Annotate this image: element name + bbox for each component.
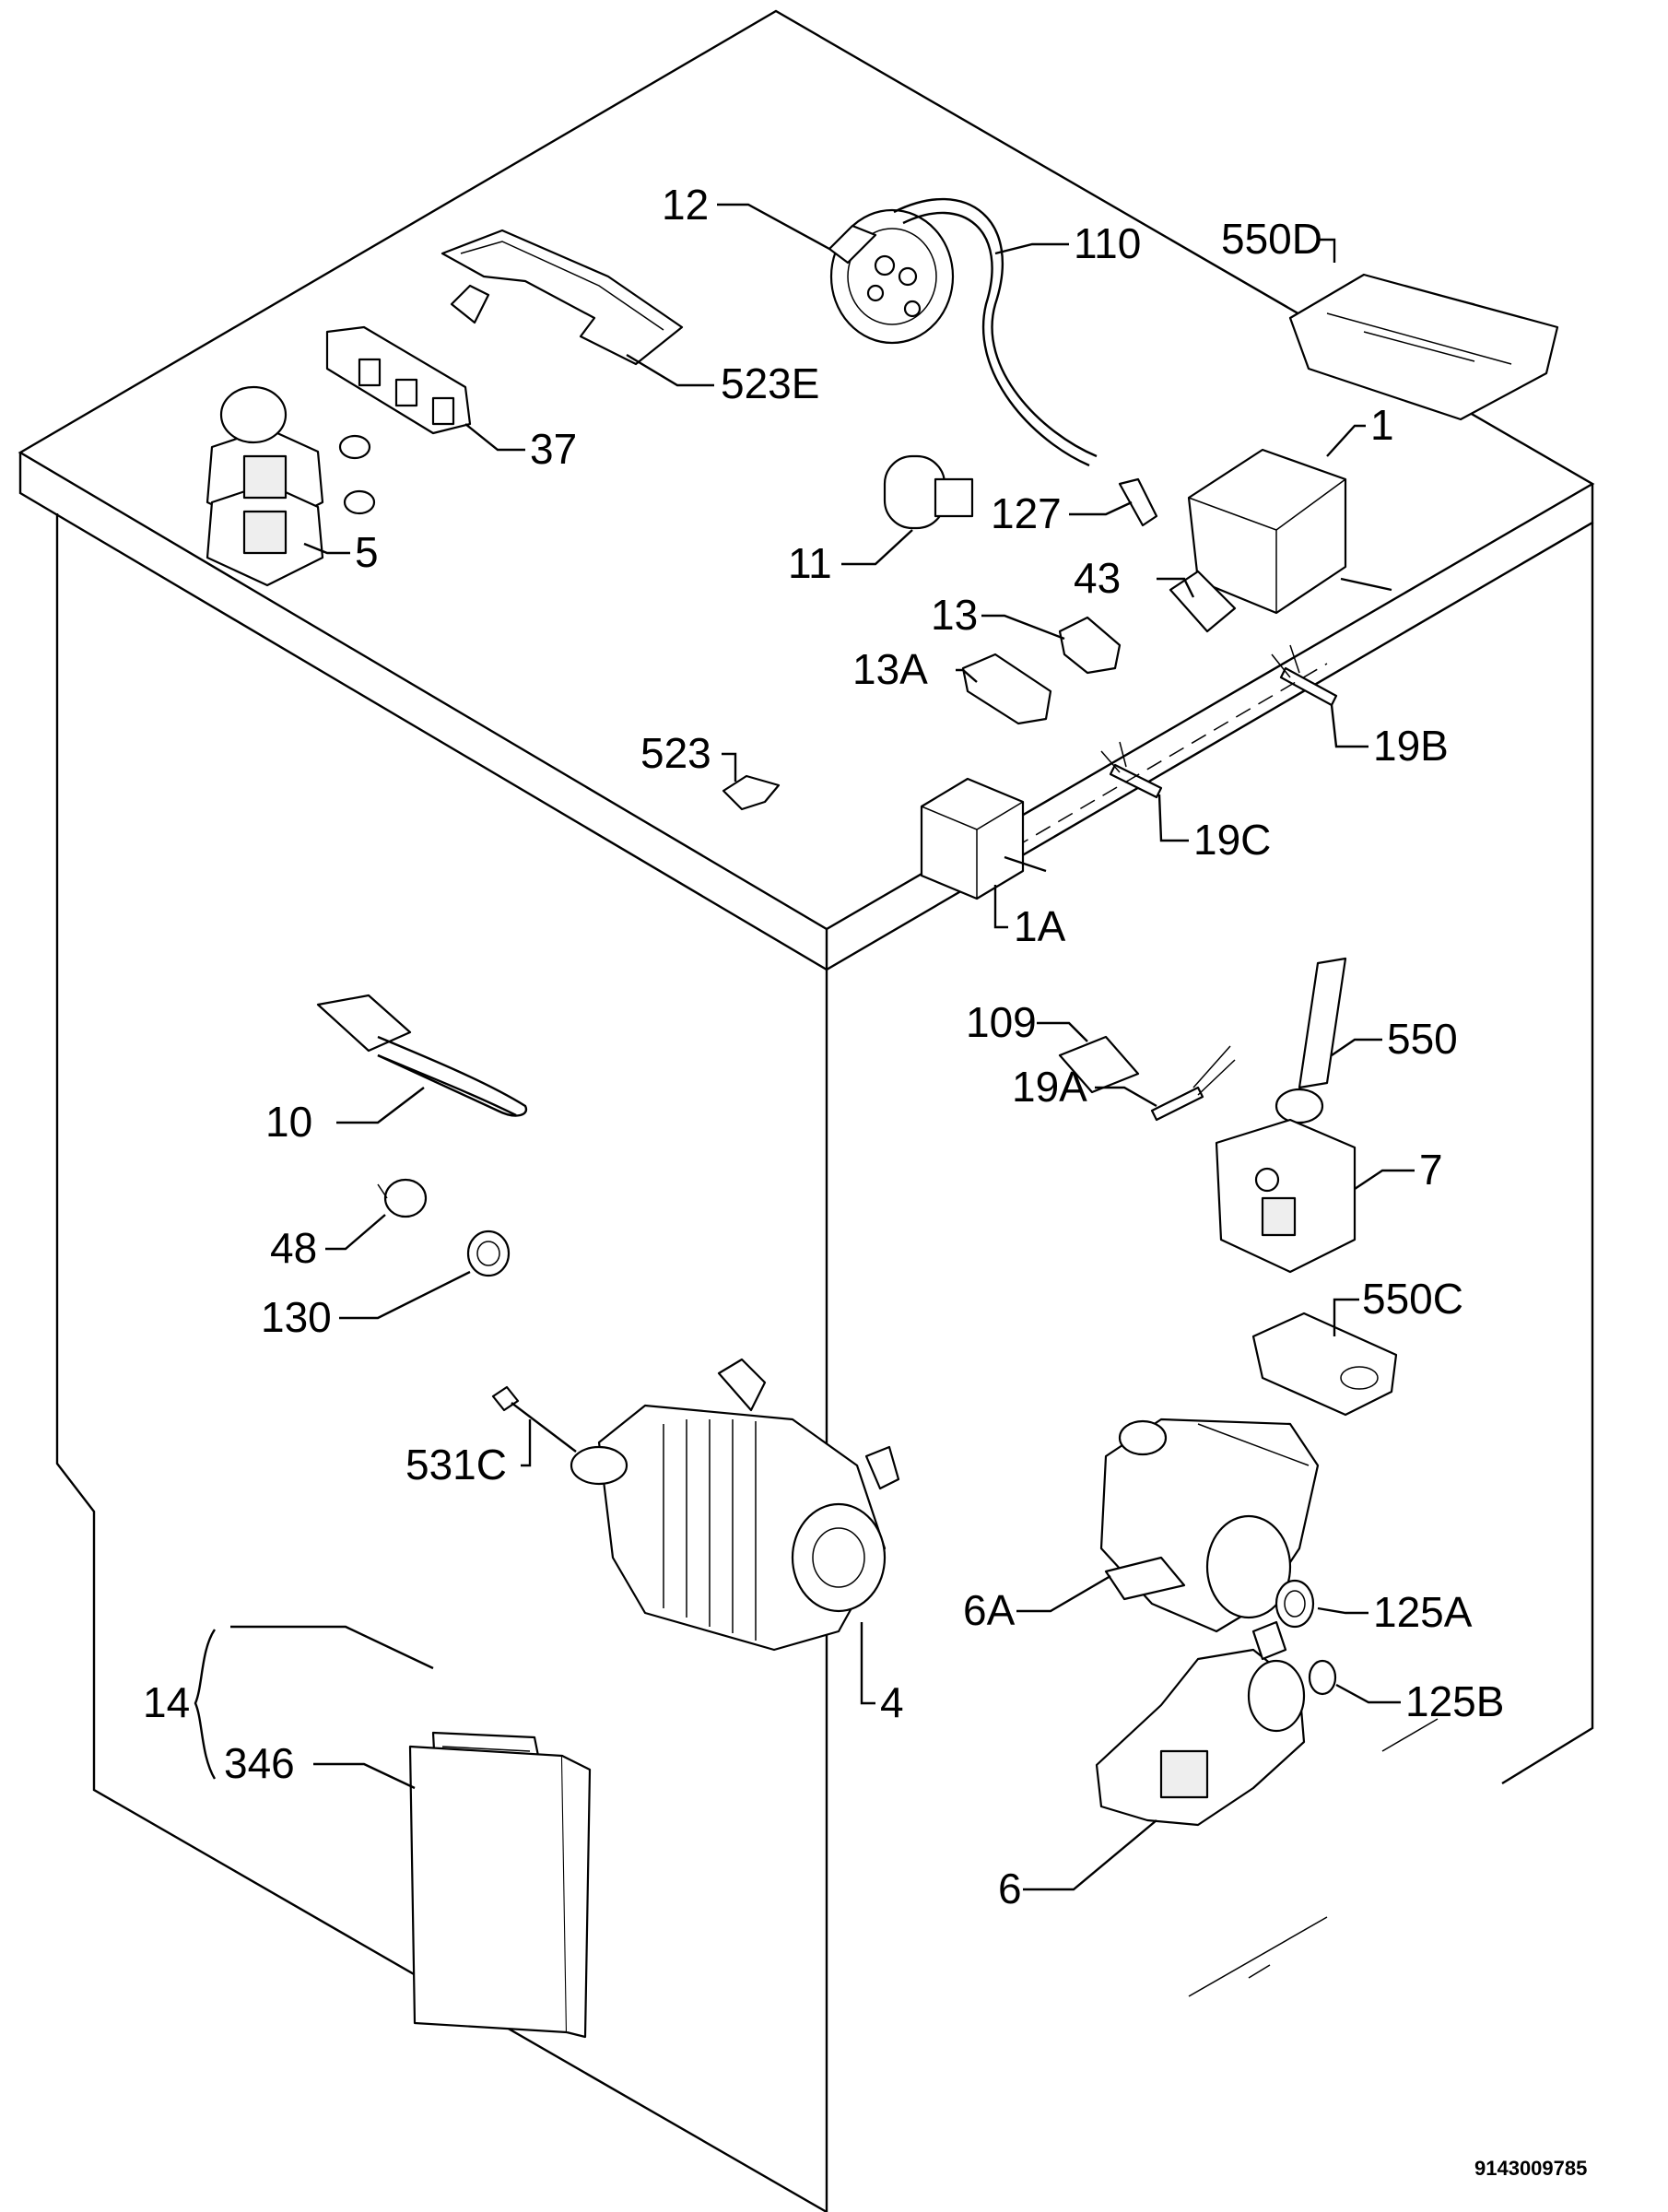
- bracket-part: [440, 229, 684, 366]
- label-531c: 531C: [405, 1441, 507, 1488]
- label-12: 12: [662, 181, 709, 229]
- label-5: 5: [355, 528, 379, 576]
- switch-48-part: [377, 1178, 428, 1218]
- door-lock-part: [1215, 1118, 1357, 1274]
- label-130: 130: [261, 1293, 332, 1341]
- sensor-19b-part: [1271, 644, 1338, 707]
- label-550c: 550C: [1362, 1275, 1463, 1323]
- clip-part: [722, 774, 781, 811]
- label-14: 14: [143, 1678, 190, 1726]
- label-37: 37: [530, 425, 577, 473]
- label-125b: 125B: [1405, 1677, 1504, 1725]
- label-6a: 6A: [963, 1586, 1016, 1634]
- guide-line: [1013, 663, 1328, 849]
- label-11: 11: [788, 539, 832, 587]
- label-127: 127: [991, 489, 1062, 537]
- solenoid-valve-part: [206, 385, 376, 587]
- connector-13-part: [1058, 616, 1122, 675]
- terminal-block-part: [325, 325, 472, 435]
- filter-lid-part: [1251, 1312, 1398, 1417]
- motor-part: [570, 1358, 900, 1652]
- label-125a: 125A: [1373, 1588, 1473, 1636]
- label-346: 346: [224, 1739, 295, 1787]
- selector-switch-part: [920, 777, 1047, 900]
- label-110: 110: [1074, 219, 1141, 267]
- label-4: 4: [880, 1678, 904, 1726]
- plug-127-part: [1118, 477, 1158, 527]
- wiring-lever-part: [1274, 957, 1347, 1124]
- programme-timer-part: [1187, 448, 1392, 615]
- label-13: 13: [931, 591, 978, 639]
- label-109: 109: [966, 998, 1037, 1046]
- heating-element-part: [316, 994, 528, 1117]
- label-48: 48: [270, 1224, 317, 1272]
- sensor-19a-part: [1150, 1045, 1236, 1122]
- fitting-130-part: [466, 1230, 511, 1277]
- detergent-drawer-part: [408, 1731, 592, 2039]
- capacitor-part: [883, 454, 974, 530]
- hose-part: [893, 197, 1098, 467]
- label-19a: 19A: [1012, 1063, 1087, 1111]
- diagram-code: 9143009785: [1474, 2157, 1587, 2180]
- switch-43-part: [1169, 570, 1237, 633]
- screw-part: [491, 1385, 577, 1453]
- callout-labels: 12 110 550D 523E 37 5 1 127 11 43 13 13A…: [143, 181, 1587, 2180]
- sensor-19c-part: [1100, 741, 1163, 799]
- label-43: 43: [1074, 554, 1121, 602]
- label-1a: 1A: [1014, 902, 1066, 950]
- label-19b: 19B: [1373, 722, 1449, 770]
- label-10: 10: [265, 1098, 312, 1146]
- label-550d: 550D: [1221, 215, 1322, 263]
- label-550: 550: [1387, 1015, 1458, 1063]
- seal-125a-part: [1274, 1579, 1315, 1629]
- cover-plate-part: [1288, 273, 1559, 421]
- leader-lines: [194, 203, 1415, 1891]
- label-13a: 13A: [852, 645, 928, 693]
- seal-125b-part: [1308, 1659, 1337, 1696]
- drain-pump-part: [1095, 1620, 1306, 1827]
- label-6: 6: [998, 1865, 1022, 1912]
- label-523e: 523E: [721, 359, 819, 407]
- label-523: 523: [640, 729, 711, 777]
- bracket-109-part: [1058, 1035, 1140, 1094]
- connector-13a-part: [961, 653, 1052, 725]
- label-1: 1: [1370, 401, 1394, 449]
- label-19c: 19C: [1193, 816, 1271, 864]
- label-7: 7: [1419, 1146, 1443, 1194]
- pump-housing-part: [1099, 1418, 1320, 1633]
- pressure-switch-part: [828, 208, 955, 345]
